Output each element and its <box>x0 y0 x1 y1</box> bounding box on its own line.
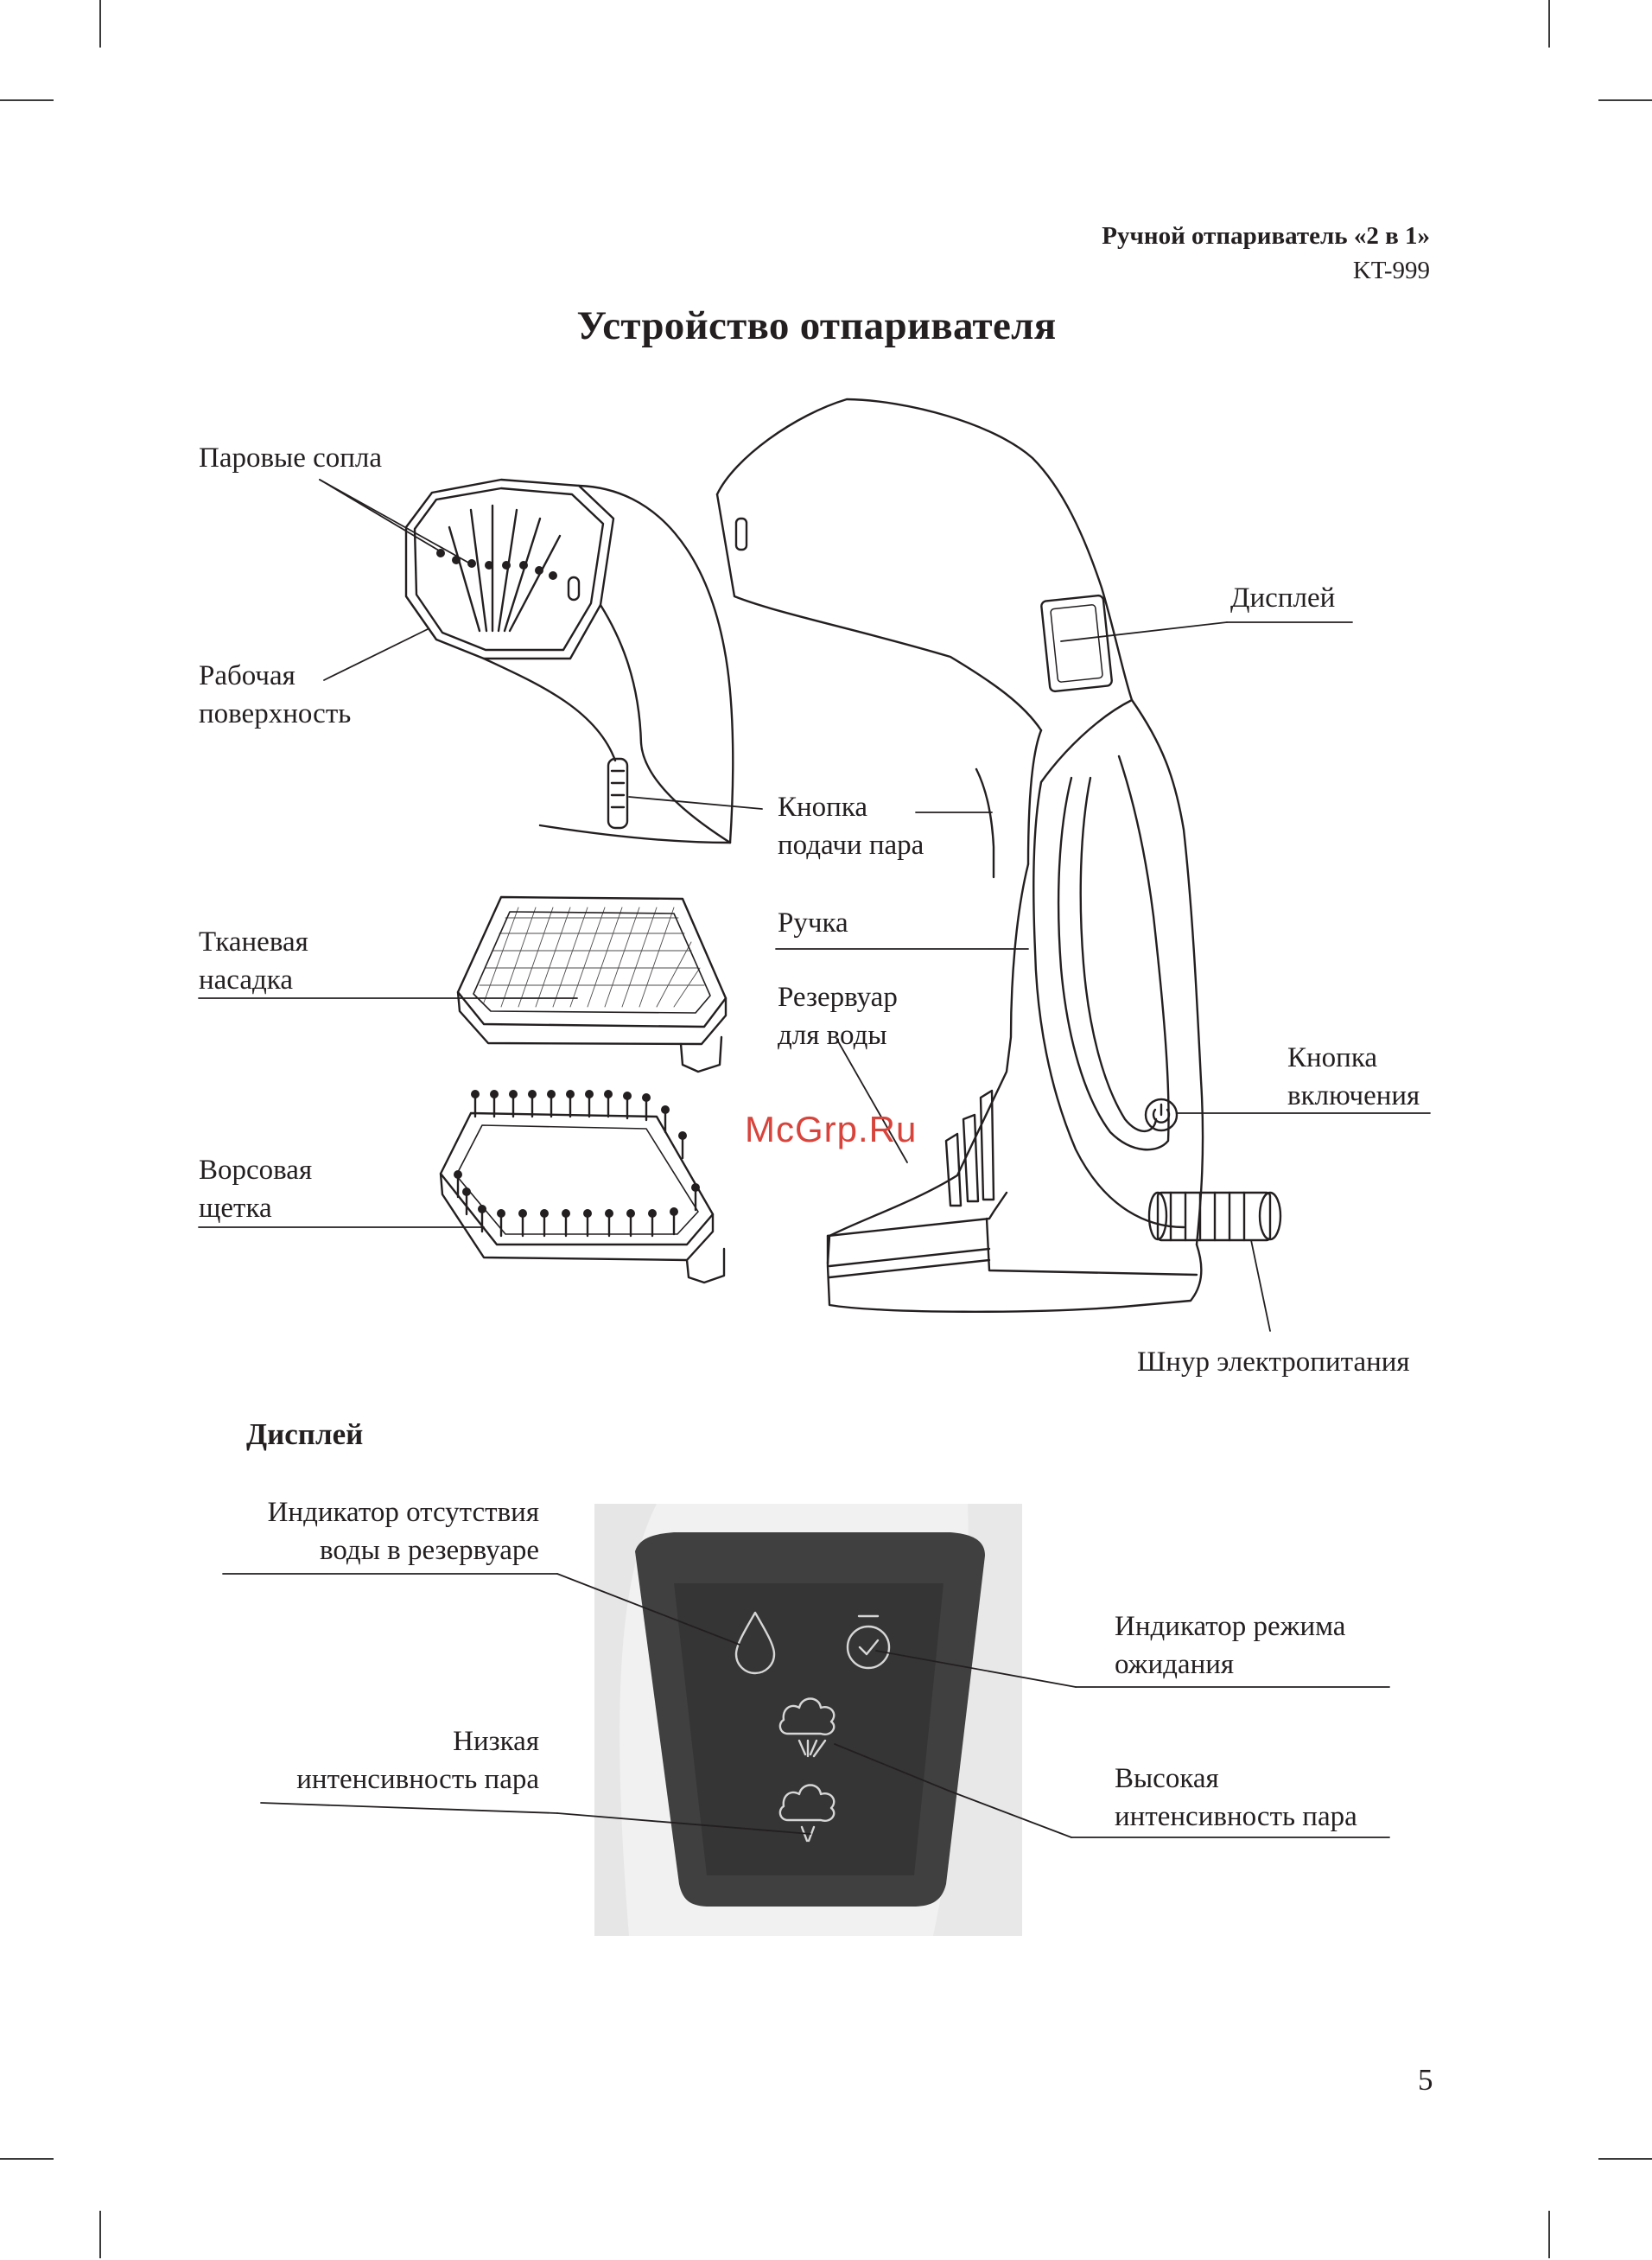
label-bristle-brush: Ворсовая щетка <box>199 1155 313 1224</box>
label-work-surface: Рабочая поверхность <box>199 660 352 729</box>
crop-mark <box>1548 2211 1550 2258</box>
page-title: Устройство отпаривателя <box>576 303 1057 348</box>
label-display: Дисплей <box>1230 583 1336 614</box>
display-icons <box>734 1611 891 1843</box>
standby-clock-icon <box>846 1614 891 1670</box>
label-low-steam: Низкая интенсивность пара <box>296 1726 539 1795</box>
page-number: 5 <box>1418 2063 1433 2097</box>
label-power-button: Кнопка включения <box>1287 1042 1420 1111</box>
label-steam-button: Кнопка подачи пара <box>778 792 924 861</box>
crop-mark <box>1598 2158 1652 2160</box>
label-steam-nozzles: Паровые сопла <box>199 442 383 474</box>
label-reservoir: Резервуар для воды <box>778 982 898 1051</box>
fabric-nozzle-drawing <box>456 895 728 1073</box>
crop-mark <box>1598 99 1652 101</box>
header-product: Ручной отпариватель «2 в 1» <box>1102 222 1430 250</box>
label-standby-indicator: Индикатор режима ожидания <box>1115 1611 1346 1680</box>
crop-mark <box>1548 0 1550 48</box>
power-icon <box>1152 1103 1171 1124</box>
bristles <box>454 1090 700 1238</box>
label-high-steam: Высокая интенсивность пара <box>1115 1763 1357 1832</box>
label-power-cord: Шнур электропитания <box>1137 1346 1410 1378</box>
label-handle: Ручка <box>778 907 848 939</box>
power-cord-plug <box>1147 1191 1282 1242</box>
watermark: McGrp.Ru <box>745 1109 918 1149</box>
label-no-water-indicator: Индикатор отсутствия воды в резервуаре <box>267 1497 539 1566</box>
label-fabric-nozzle: Тканевая насадка <box>199 926 308 996</box>
steamer-head-closeup <box>404 478 734 844</box>
display-section-heading: Дисплей <box>246 1417 364 1451</box>
bristle-brush-drawing <box>439 1090 726 1284</box>
water-drop-icon <box>734 1611 776 1675</box>
steamer-body-drawing <box>715 398 1282 1313</box>
crop-mark <box>99 0 101 48</box>
header-model: KT-999 <box>1352 257 1430 284</box>
display-callout-leaders <box>222 1573 1390 1838</box>
high-steam-icon <box>778 1697 836 1758</box>
crop-mark <box>99 2211 101 2258</box>
display-photo <box>594 1504 1022 1936</box>
running-header: Ручной отпариватель «2 в 1» KT-999 <box>1102 219 1430 288</box>
callout-leaders <box>198 479 1431 1332</box>
crop-mark <box>0 99 54 101</box>
crop-mark <box>0 2158 54 2160</box>
